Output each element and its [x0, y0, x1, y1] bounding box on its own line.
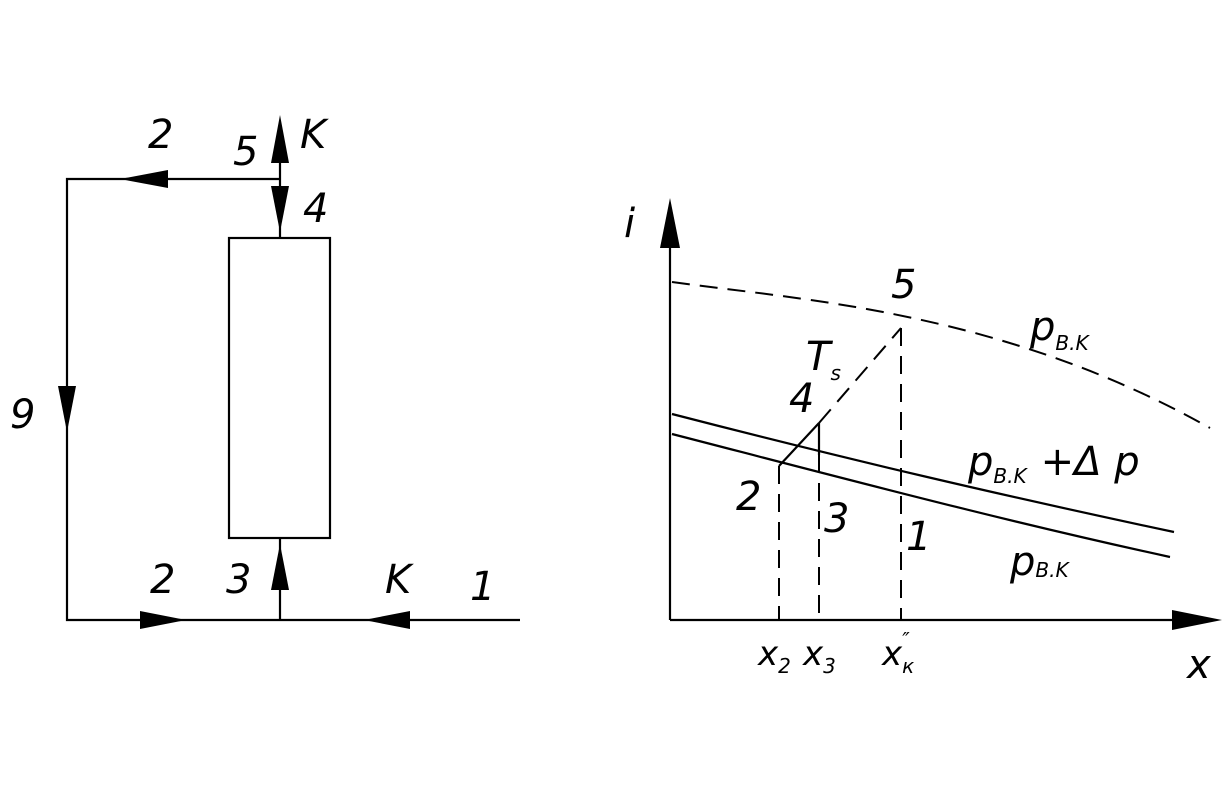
- tick-xk-sup: ″: [902, 628, 910, 652]
- label-K-bottom: K: [385, 557, 414, 603]
- i-axis-arrow-icon: [660, 198, 680, 248]
- line-4-to-5-dashed: [818, 327, 902, 424]
- curve-mid-solid: [671, 412, 1175, 534]
- arrow-left-2-top-icon: [120, 170, 168, 188]
- label-4: 4: [303, 186, 328, 232]
- point-3-label: 3: [824, 496, 849, 542]
- arrow-down-9-icon: [58, 386, 76, 432]
- curve-top-label: pB.K: [1029, 304, 1090, 355]
- label-2-top: 2: [148, 112, 173, 158]
- recirculation-loop-line: [65, 177, 520, 622]
- curve-low-sub: B.K: [1035, 558, 1070, 582]
- T-s-main: T: [806, 334, 834, 380]
- curve-top-sub: B.K: [1055, 331, 1090, 355]
- curve-low-solid: [671, 432, 1171, 559]
- arrow-down-4-icon: [271, 186, 289, 232]
- curve-mid-label: pB.K +Δ p: [967, 439, 1140, 488]
- tick-x2-label: x2: [757, 634, 791, 678]
- apparatus-box: [227, 236, 332, 540]
- label-5: 5: [233, 129, 258, 175]
- curve-top-main: p: [1029, 304, 1055, 350]
- point-1-label: 1: [906, 514, 931, 560]
- point-2-label: 2: [736, 474, 761, 520]
- i-x-graph: i x 5 4 2 3 1 Ts pB.K pB.K+Δ p pB.K x2 x…: [624, 198, 1222, 688]
- curve-mid-suffix: +Δ p: [1041, 439, 1140, 485]
- tick-xk-main: x: [881, 634, 903, 674]
- tick-x3-sub: 3: [823, 654, 836, 678]
- point-5-label: 5: [891, 262, 916, 308]
- curve-low-main: p: [1009, 539, 1035, 585]
- i-axis-label: i: [624, 201, 635, 247]
- flow-scheme: 2 5 K 4 9 2 3 K 1: [10, 112, 520, 629]
- label-9: 9: [10, 392, 35, 438]
- label-1: 1: [470, 564, 495, 610]
- curve-low-label: pB.K: [1009, 539, 1070, 585]
- T-s-sub: s: [830, 361, 840, 385]
- T-s-label: Ts: [806, 334, 841, 385]
- curve-mid-sub: B.K: [993, 464, 1028, 488]
- tick-x2-main: x: [757, 634, 779, 674]
- arrow-left-K-bottom-icon: [364, 611, 410, 629]
- tick-x2-sub: 2: [778, 654, 791, 678]
- x-axis-label: x: [1185, 642, 1211, 688]
- tick-xk-label: xк″: [881, 628, 914, 678]
- label-K-top: K: [300, 112, 329, 158]
- tick-x3-main: x: [802, 634, 824, 674]
- line-2-to-4: [778, 422, 820, 467]
- x-axis-arrow-icon: [1172, 610, 1222, 630]
- curve-top-dashed: [671, 281, 1211, 429]
- label-2-bottom: 2: [150, 557, 175, 603]
- point-4-label: 4: [789, 376, 814, 422]
- curve-mid-main: p: [967, 439, 993, 485]
- label-3: 3: [226, 557, 251, 603]
- tick-xk-sub: к: [902, 654, 914, 678]
- arrow-up-K-icon: [271, 115, 289, 163]
- arrow-right-2-bottom-icon: [140, 611, 186, 629]
- tick-x3-label: x3: [802, 634, 836, 678]
- arrow-up-3-icon: [271, 544, 289, 590]
